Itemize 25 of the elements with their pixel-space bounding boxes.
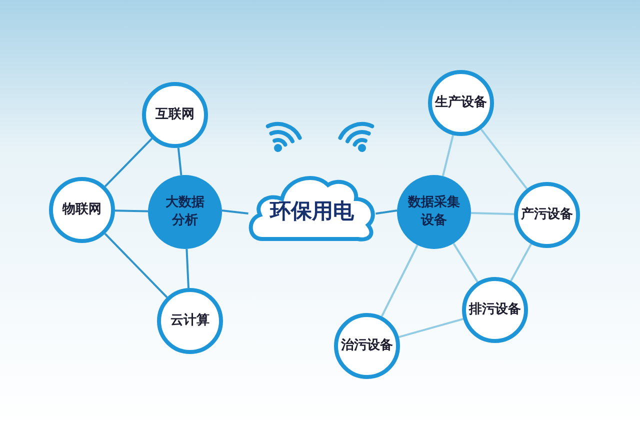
connector-line xyxy=(480,128,528,190)
connector-line xyxy=(398,318,464,338)
node-label: 云计算 xyxy=(170,312,210,330)
connector-line xyxy=(470,212,514,216)
connector-line xyxy=(222,210,248,214)
node-label: 互联网 xyxy=(154,106,196,124)
connector-line xyxy=(380,244,418,317)
cloud-shape xyxy=(248,176,375,242)
connector-line xyxy=(376,210,398,215)
node-label: 产污设备 xyxy=(520,206,574,224)
connector-line xyxy=(104,232,168,298)
node-label: 大数据分析 xyxy=(164,194,206,230)
node-label: 排污设备 xyxy=(468,300,522,319)
node-label: 物联网 xyxy=(61,200,102,219)
connector-line xyxy=(510,243,532,282)
connector-line xyxy=(186,248,190,288)
connector-line xyxy=(114,210,148,212)
connector-line xyxy=(104,138,153,188)
node-label: 环保用电 xyxy=(270,198,354,225)
node-label: 治污设备 xyxy=(340,336,394,355)
connector-line xyxy=(452,242,478,283)
connector-line xyxy=(177,148,182,176)
connector-line xyxy=(442,134,454,176)
node-label: 生产设备 xyxy=(434,94,488,112)
node-label: 数据采集设备 xyxy=(406,194,461,230)
